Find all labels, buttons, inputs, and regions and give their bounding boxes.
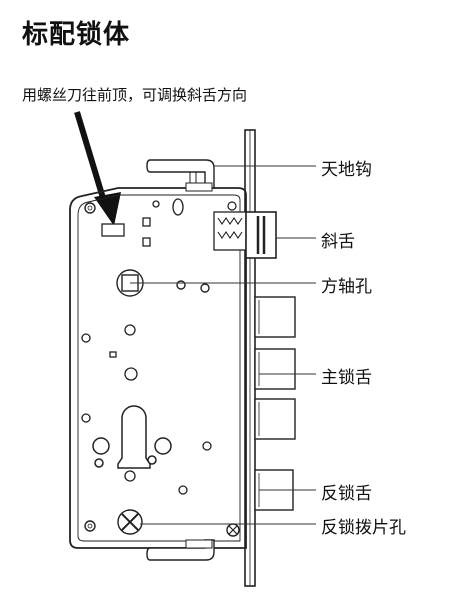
spring-icon bbox=[217, 217, 243, 239]
cylinder-cutout bbox=[92, 405, 172, 469]
pointer-arrow-icon bbox=[74, 111, 121, 226]
label-deadbolt: 反锁舌 bbox=[321, 484, 372, 504]
label-main-bolt: 主锁舌 bbox=[321, 368, 372, 388]
label-latch-bolt: 斜舌 bbox=[321, 232, 355, 252]
latch-bolt bbox=[213, 211, 277, 259]
screw-icon bbox=[226, 523, 240, 537]
body-holes bbox=[81, 324, 212, 495]
page-title: 标配锁体 bbox=[22, 20, 131, 50]
main-bolts bbox=[254, 296, 296, 440]
label-deadbolt-lever-hole: 反锁拨片孔 bbox=[321, 518, 406, 538]
indicator-slots bbox=[101, 198, 184, 247]
hook-bolt-top bbox=[146, 159, 215, 192]
lock-body bbox=[69, 187, 247, 549]
leader-lines bbox=[130, 165, 316, 525]
label-spindle-hole: 方轴孔 bbox=[321, 277, 372, 297]
instruction-text: 用螺丝刀往前顶，可调换斜舌方向 bbox=[22, 86, 248, 104]
label-hook-bolt: 天地钩 bbox=[321, 160, 372, 180]
hook-bolt-bottom bbox=[146, 539, 215, 561]
deadbolt-lever-hole bbox=[117, 509, 240, 537]
